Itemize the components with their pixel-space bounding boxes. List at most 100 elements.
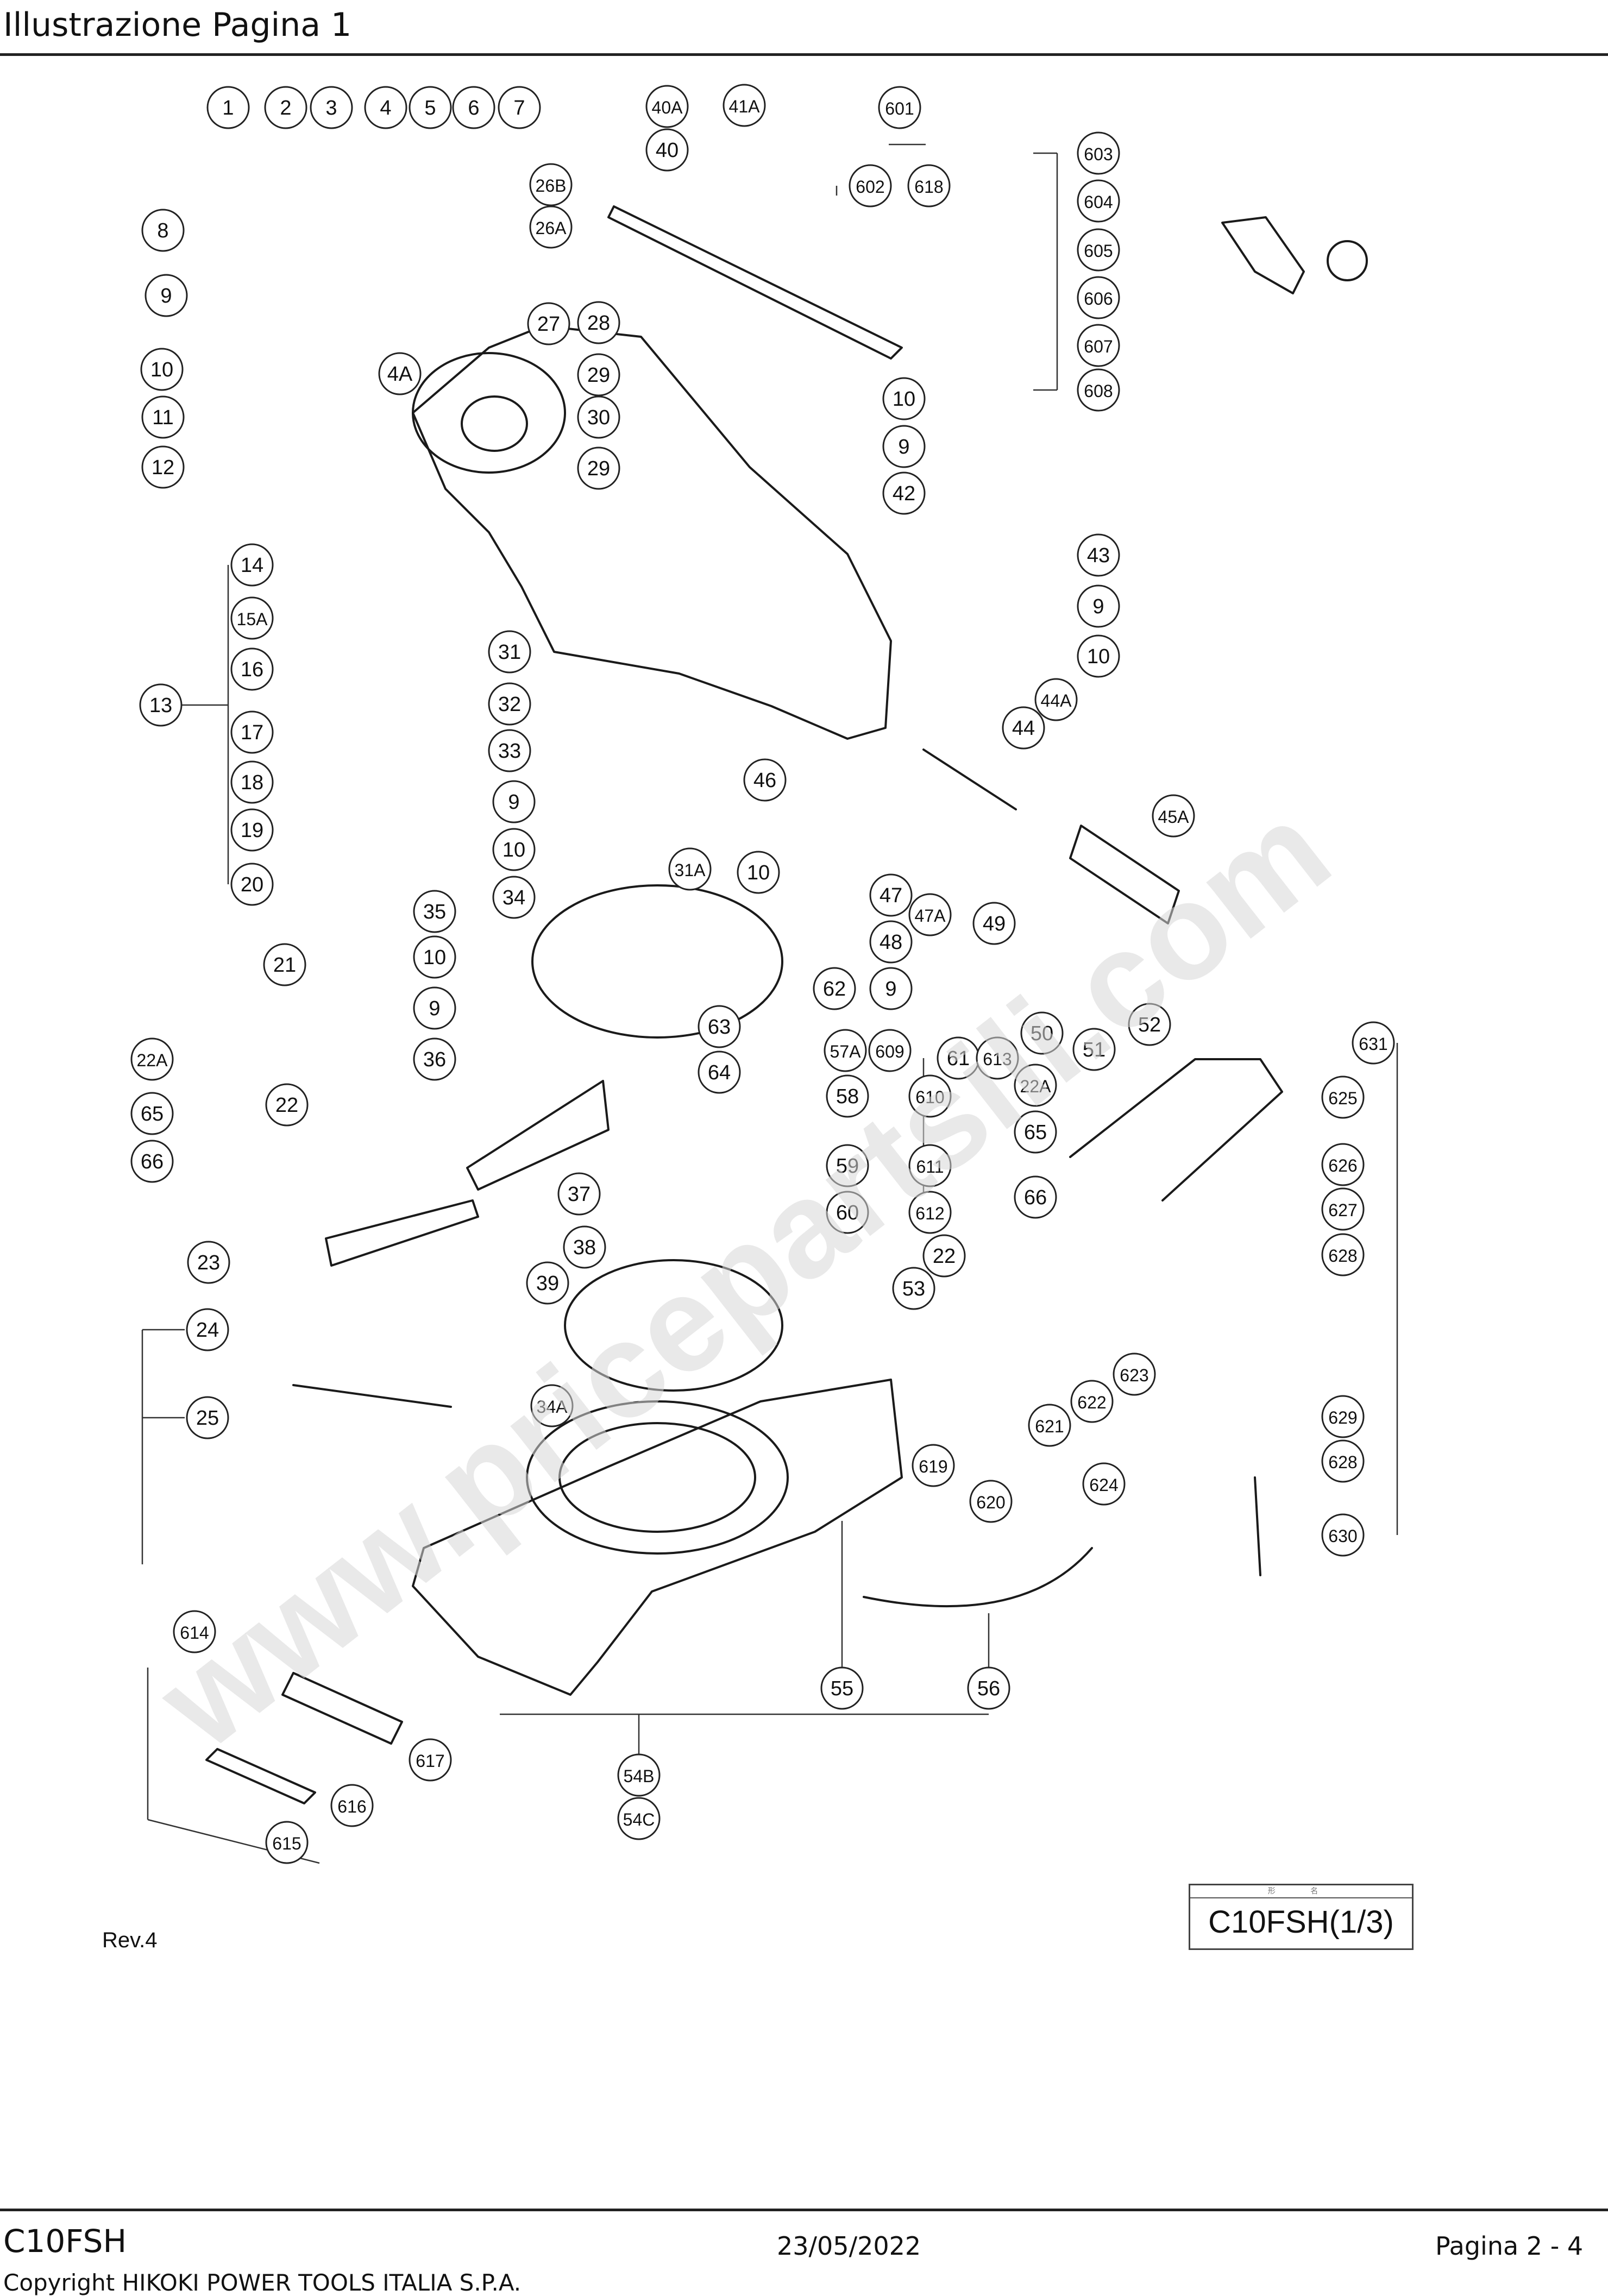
callout-45a: 45A — [1152, 794, 1195, 838]
callout-label: 36 — [423, 1048, 446, 1071]
callout-circle — [1321, 1233, 1365, 1276]
title-block: 形 名 C10FSH(1/3) — [1189, 1884, 1414, 1950]
callout-22: 22 — [265, 1083, 309, 1127]
callout-circle — [563, 1225, 606, 1269]
callout-label: 10 — [893, 388, 915, 411]
extension-25 — [292, 1384, 452, 1408]
callout-43: 43 — [1077, 533, 1120, 577]
callout-label: 44 — [1012, 717, 1035, 740]
footer-date: 23/05/2022 — [777, 2231, 921, 2261]
callout-circle — [1077, 228, 1120, 272]
callout-circle — [826, 1191, 869, 1234]
callout-circle — [1352, 1021, 1395, 1065]
callout-label: 7 — [513, 97, 525, 119]
callout-614: 614 — [173, 1610, 216, 1653]
callout-63: 63 — [698, 1005, 741, 1048]
callout-label: 619 — [919, 1457, 947, 1476]
callout-32: 32 — [488, 682, 531, 726]
callout-615: 615 — [265, 1821, 309, 1864]
callout-circle — [265, 1821, 309, 1864]
callout-34: 34 — [492, 876, 536, 919]
vise-614 — [281, 1672, 403, 1745]
base-body — [412, 1379, 903, 1696]
callout-62: 62 — [813, 967, 856, 1010]
callout-607: 607 — [1077, 324, 1120, 367]
callout-label: 43 — [1087, 544, 1110, 567]
callout-label: 624 — [1089, 1475, 1118, 1495]
callout-circle — [488, 630, 531, 674]
callout-label: 29 — [587, 364, 610, 387]
callout-label: 618 — [914, 177, 943, 197]
callout-label: 46 — [753, 769, 776, 792]
callout-label: 59 — [836, 1155, 859, 1178]
ring-34 — [531, 884, 783, 1039]
callout-label: 10 — [747, 861, 770, 884]
callout-circle — [452, 86, 495, 129]
callout-label: 58 — [836, 1085, 859, 1108]
callout-606: 606 — [1077, 276, 1120, 319]
callout-65: 65 — [1014, 1110, 1057, 1154]
callout-label: 9 — [885, 978, 896, 1001]
callout-609: 609 — [868, 1029, 912, 1072]
callout-label: 9 — [429, 997, 440, 1020]
callout-621: 621 — [1028, 1404, 1071, 1447]
callout-41a: 41A — [723, 84, 766, 127]
callout-circle — [529, 163, 573, 206]
callout-label: 63 — [708, 1016, 731, 1039]
title-block-header: 形 名 — [1190, 1885, 1412, 1898]
callout-circle — [1070, 1380, 1114, 1423]
callout-circle — [1014, 1064, 1057, 1107]
callout-label: 32 — [498, 693, 521, 716]
callout-22: 22 — [922, 1234, 966, 1278]
callout-10: 10 — [492, 828, 536, 871]
callout-label: 607 — [1084, 337, 1113, 356]
callout-label: 56 — [977, 1677, 1000, 1700]
callout-circle — [139, 683, 183, 727]
callout-circle — [1152, 794, 1195, 838]
callout-5: 5 — [409, 86, 452, 129]
callout-circle — [145, 274, 188, 317]
callout-label: 65 — [1024, 1121, 1047, 1144]
callout-label: 15A — [237, 609, 268, 629]
callout-631: 631 — [1352, 1021, 1395, 1065]
callout-label: 9 — [898, 436, 909, 458]
slide-rail-40 — [607, 205, 903, 360]
callout-circle — [488, 682, 531, 726]
fence-37 — [466, 1080, 610, 1191]
callout-circle — [645, 128, 689, 172]
callout-label: 26B — [536, 176, 567, 196]
callout-9: 9 — [1077, 584, 1120, 628]
callout-label: 6 — [468, 97, 479, 119]
callout-54c: 54C — [617, 1797, 661, 1840]
revision-label: Rev.4 — [102, 1928, 158, 1952]
callout-circle — [743, 758, 787, 802]
callout-60: 60 — [826, 1191, 869, 1234]
callout-circle — [668, 847, 712, 891]
callout-label: 26A — [536, 218, 567, 238]
callout-circle — [826, 1074, 869, 1118]
callout-circle — [173, 1610, 216, 1653]
callout-label: 16 — [241, 658, 263, 681]
callout-23: 23 — [187, 1241, 230, 1284]
guide-56 — [863, 1547, 1093, 1608]
callout-circle — [882, 471, 926, 515]
callout-19: 19 — [230, 808, 274, 852]
callout-label: 44A — [1041, 691, 1072, 710]
callout-circle — [1077, 179, 1120, 223]
callout-58: 58 — [826, 1074, 869, 1118]
turntable-inner — [558, 1422, 756, 1533]
callout-50: 50 — [1020, 1011, 1064, 1055]
callout-27: 27 — [527, 302, 570, 345]
callout-circle — [230, 647, 274, 691]
callout-label: 42 — [893, 482, 915, 505]
callout-label: 9 — [1092, 595, 1104, 618]
callout-31: 31 — [488, 630, 531, 674]
callout-circle — [492, 828, 536, 871]
callout-circle — [869, 873, 913, 917]
callout-circle — [206, 86, 250, 129]
callout-10: 10 — [140, 348, 184, 391]
callout-624: 624 — [1082, 1462, 1126, 1506]
callout-label: 9 — [160, 285, 172, 307]
callout-label: 620 — [976, 1493, 1005, 1512]
callout-628: 628 — [1321, 1233, 1365, 1276]
